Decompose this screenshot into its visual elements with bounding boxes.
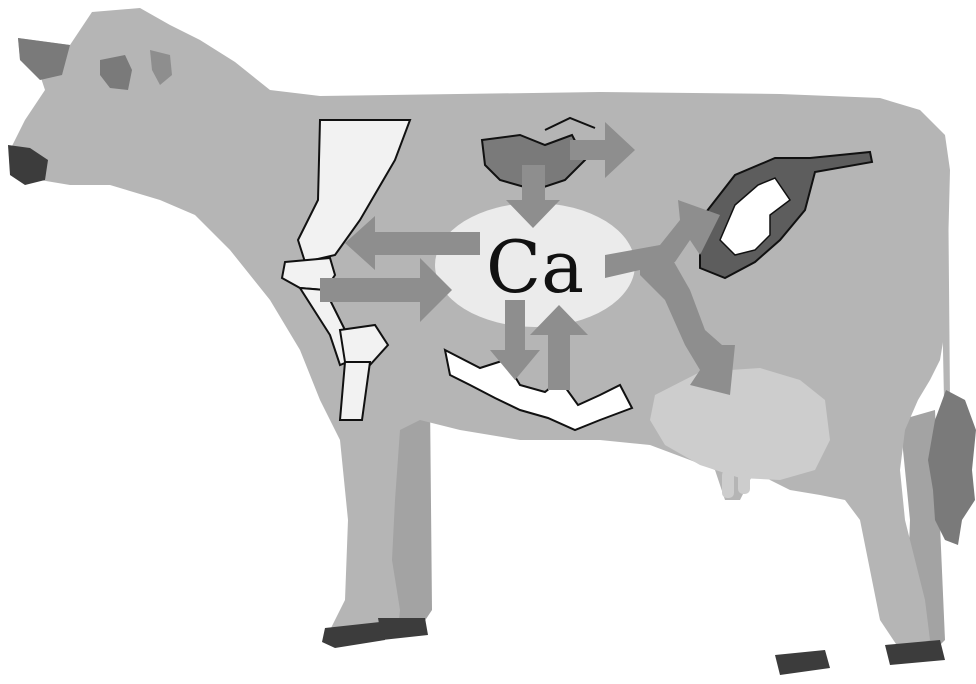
ear xyxy=(18,38,70,80)
hooves xyxy=(322,618,945,675)
calcium-label: Ca xyxy=(486,225,584,309)
cow-body xyxy=(10,8,950,650)
